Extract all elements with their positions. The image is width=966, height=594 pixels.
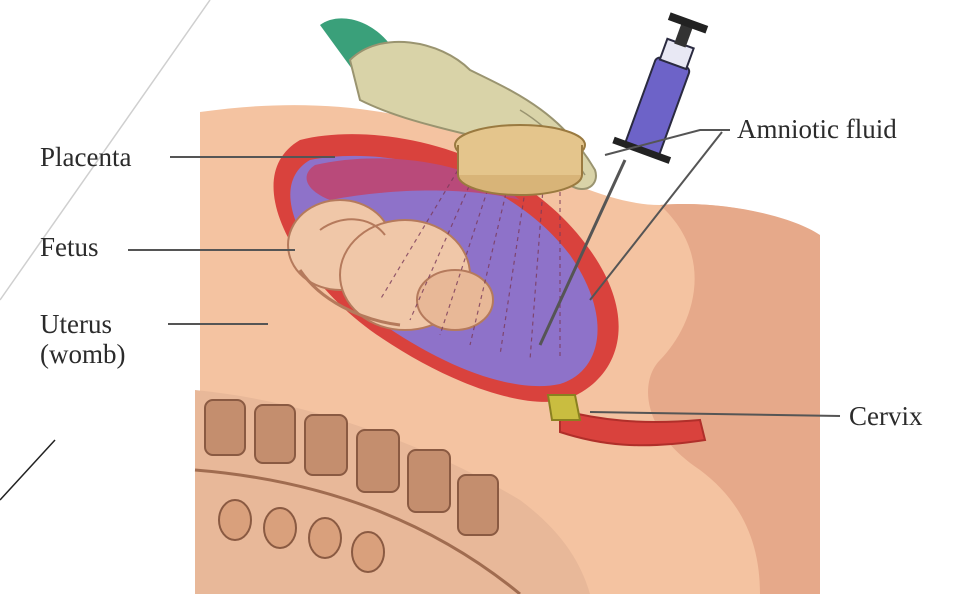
ultrasound-probe [455, 125, 585, 195]
label-amniotic-fluid: Amniotic fluid [737, 114, 897, 144]
label-placenta: Placenta [40, 142, 131, 172]
label-uterus-line1: Uterus [40, 309, 125, 339]
slide-decor-line-dark [0, 440, 55, 500]
cervix [548, 395, 580, 420]
label-uterus-line2: (womb) [40, 339, 125, 369]
label-fetus: Fetus [40, 232, 99, 262]
label-cervix: Cervix [849, 401, 923, 431]
label-uterus: Uterus (womb) [40, 309, 125, 369]
